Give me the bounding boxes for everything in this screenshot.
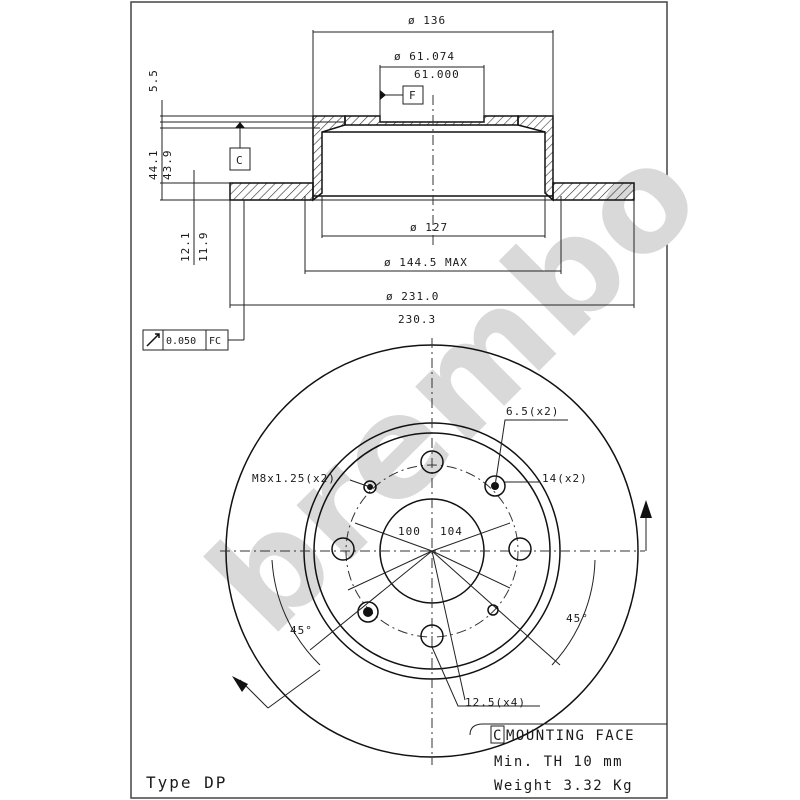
datum-c: C (236, 154, 244, 167)
section-view: ø 136 ø 61.074 61.000 F 5.5 44.1 43.9 12… (142, 14, 635, 351)
mounting-face-datum-box (490, 725, 505, 744)
locating-hole-upper (484, 475, 506, 497)
tolerance-value: 0.050 (166, 336, 196, 347)
dim-d231: ø 231.0 (386, 290, 439, 303)
locating-hole-lower (487, 604, 499, 616)
type-label: Type DP (146, 773, 227, 792)
dim-d127: ø 127 (410, 221, 448, 234)
threaded-hole-upper (363, 480, 377, 494)
drawing-frame (130, 1, 668, 799)
tolerance-frame (142, 329, 229, 351)
dim-angle-right: 45° (566, 612, 589, 625)
dim-d61-000: 61.000 (414, 68, 460, 81)
datum-f: F (409, 89, 417, 102)
dim-d136: ø 136 (408, 14, 446, 27)
weight: Weight 3.32 Kg (494, 778, 633, 794)
dim-230-3: 230.3 (398, 313, 436, 326)
face-view: 100 104 M8x1.25(x2) 6.5(x2) 14(x2) 12.5(… (220, 338, 652, 765)
section-hat-right (517, 115, 554, 202)
dim-5-5: 5.5 (147, 69, 160, 92)
dim-hole-12-5: 12.5(x4) (465, 696, 526, 709)
dim-d144-5: ø 144.5 MAX (384, 256, 468, 269)
min-thickness: Min. TH 10 mm (494, 754, 623, 770)
threaded-hole-lower (357, 601, 379, 623)
bolt-hole-right (508, 537, 532, 561)
dim-11-9: 11.9 (197, 232, 210, 263)
dim-12-1: 12.1 (179, 232, 192, 263)
dim-pcd-100: 100 (398, 525, 421, 538)
bolt-hole-left (331, 537, 355, 561)
section-arrow-right-icon (640, 500, 652, 518)
dim-d61-074: ø 61.074 (394, 50, 455, 63)
dim-thread: M8x1.25(x2) (252, 472, 336, 485)
section-hat-left (312, 115, 346, 202)
runout-symbol-icon (146, 333, 160, 347)
dim-44-1: 44.1 (147, 150, 160, 181)
section-arrow-left-icon (232, 676, 248, 692)
section-left-flange (229, 182, 314, 201)
dim-angle-left: 45° (290, 624, 313, 637)
mounting-face-prefix: C (493, 728, 503, 744)
bolt-hole-top (420, 450, 444, 474)
dim-43-9: 43.9 (161, 150, 174, 181)
datum-c-box (229, 147, 251, 171)
section-hat-top (344, 115, 519, 126)
mounting-face-label: MOUNTING FACE (506, 728, 635, 744)
dim-hole-6-5: 6.5(x2) (506, 405, 559, 418)
dim-hole-14: 14(x2) (542, 472, 588, 485)
dim-pcd-104: 104 (440, 525, 463, 538)
datum-f-box (402, 85, 424, 105)
tolerance-ref: FC (209, 336, 221, 347)
section-right-flange (552, 182, 635, 201)
notes-block: C MOUNTING FACE Min. TH 10 mm Weight 3.3… (146, 723, 667, 794)
